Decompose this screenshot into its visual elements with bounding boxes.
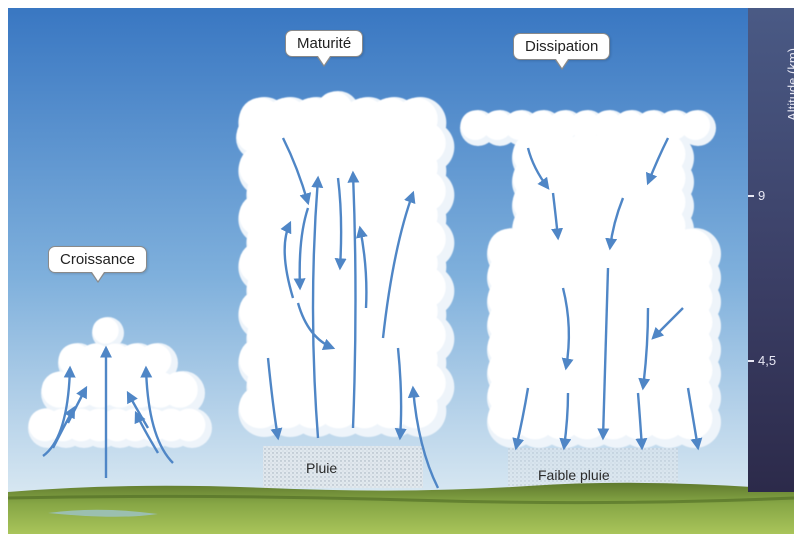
cloud-maturite bbox=[236, 91, 454, 437]
tick-label: 4,5 bbox=[758, 353, 776, 368]
altitude-axis: Altitude (km) 9 4,5 bbox=[748, 8, 794, 492]
thunderstorm-lifecycle-diagram: Altitude (km) 9 4,5 Croissance Maturité … bbox=[8, 8, 794, 534]
callout-croissance: Croissance bbox=[48, 246, 147, 273]
tick-label: 9 bbox=[758, 188, 765, 203]
rain-shaft-pluie bbox=[263, 446, 423, 488]
callout-dissipation: Dissipation bbox=[513, 33, 610, 60]
rain-label-faible-pluie: Faible pluie bbox=[538, 467, 610, 483]
rain-label-pluie: Pluie bbox=[306, 460, 337, 476]
axis-title: Altitude (km) bbox=[785, 48, 794, 121]
callout-maturite: Maturité bbox=[285, 30, 363, 57]
